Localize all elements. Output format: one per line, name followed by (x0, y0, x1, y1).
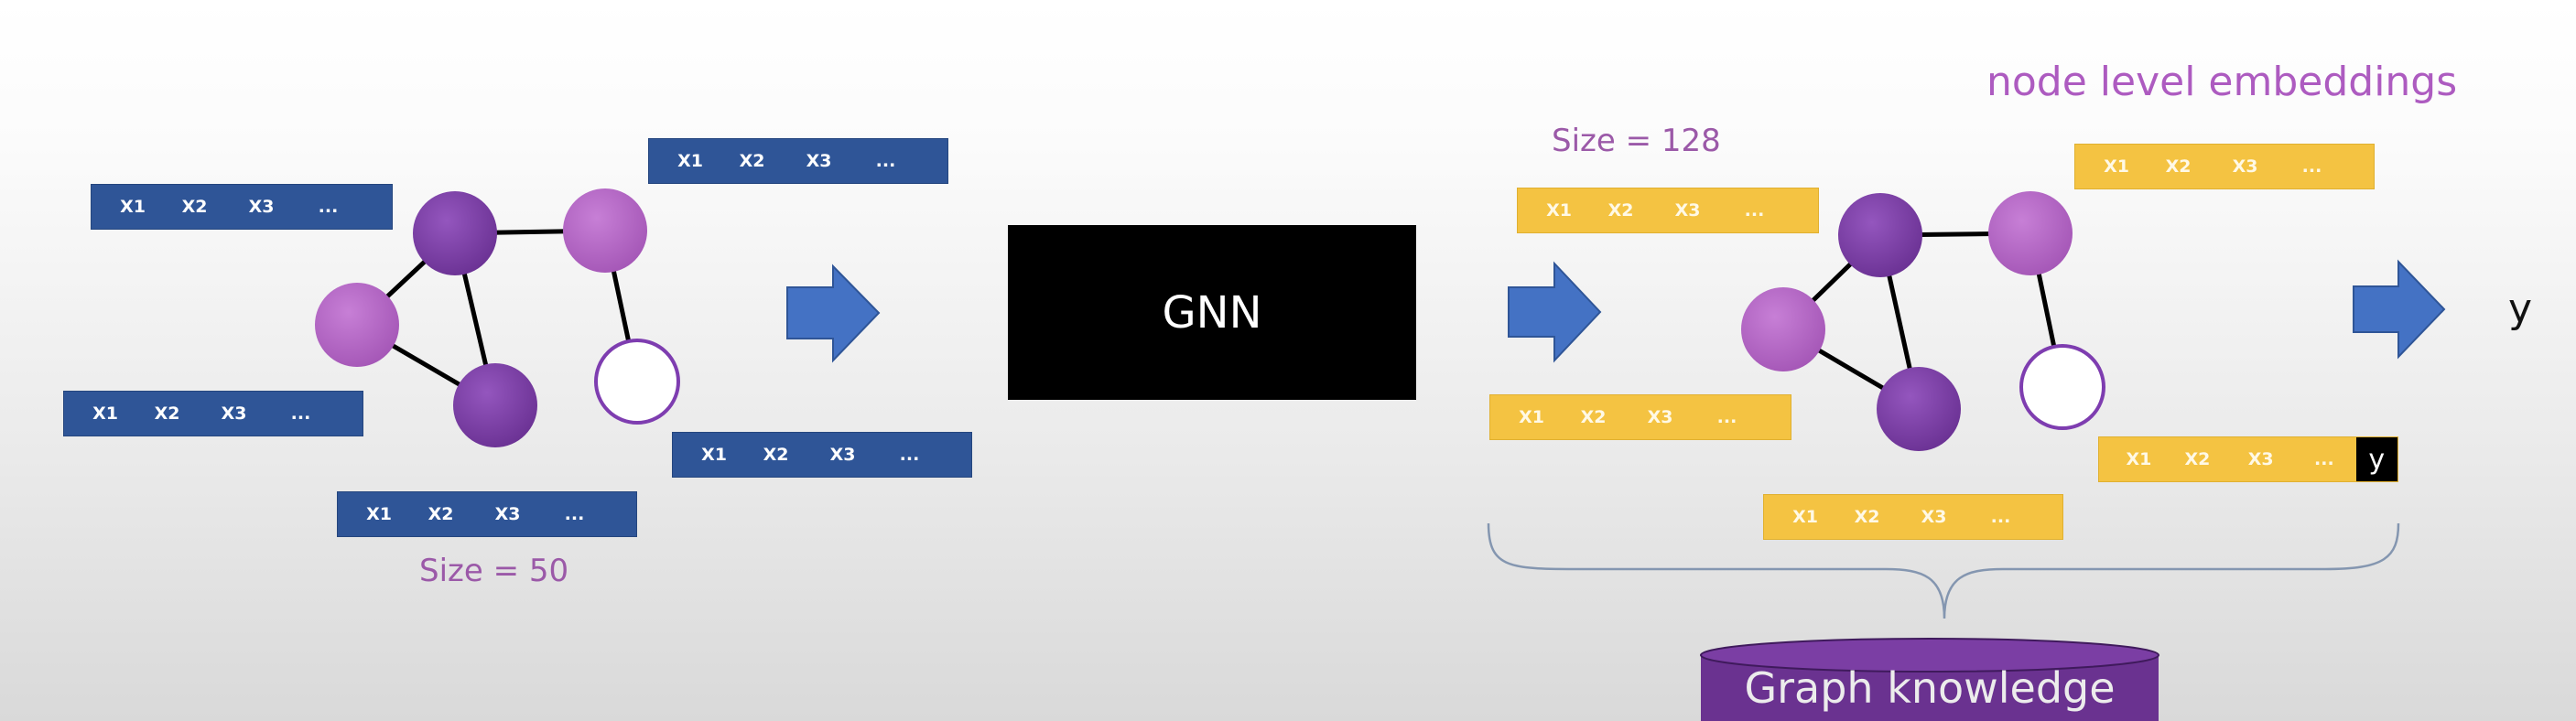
embedding-size-label: Size = 128 (1552, 123, 1721, 159)
feature-token: ... (318, 197, 339, 217)
feature-token: X2 (1580, 407, 1607, 427)
cylinder-top (1700, 638, 2159, 673)
input-feature-vector: X1 X2 X3... (91, 184, 393, 230)
feature-token: X3 (221, 404, 247, 424)
feature-token: X2 (763, 445, 789, 465)
graph-node-light (1741, 287, 1825, 371)
feature-token: X3 (806, 151, 832, 171)
feature-token: X3 (1921, 507, 1947, 527)
feature-token: X2 (1607, 200, 1634, 221)
feature-token: X3 (1674, 200, 1701, 221)
feature-token: X1 (366, 504, 392, 524)
graph-node-dark (453, 363, 537, 447)
output-label: y (2508, 285, 2533, 332)
embedding-graph (1741, 191, 2105, 451)
feature-token: ... (899, 445, 920, 465)
feature-token: X2 (154, 404, 180, 424)
feature-token: X3 (1647, 407, 1673, 427)
graph-node-dark (413, 191, 497, 275)
graph-node-dark (1877, 367, 1961, 451)
feature-token: X1 (1792, 507, 1818, 527)
feature-token: X1 (701, 445, 727, 465)
arrow-right-icon (2353, 259, 2446, 360)
feature-token: X2 (2165, 156, 2192, 177)
feature-token: ... (1990, 507, 2011, 527)
graph-knowledge-cylinder (1700, 638, 2159, 721)
input-feature-vector: X1 X2 X3... (648, 138, 948, 184)
input-graph (315, 188, 680, 447)
embedding-feature-vector: X1 X2 X3... (1763, 494, 2063, 540)
input-feature-vector: X1 X2 X3... (63, 391, 363, 436)
input-size-label: Size = 50 (419, 553, 569, 589)
embedding-feature-vector: X1 X2 X3... (2074, 144, 2375, 189)
grouping-brace (1487, 522, 2400, 619)
feature-token: X1 (2104, 156, 2129, 177)
feature-token: ... (290, 404, 311, 424)
feature-token: ... (564, 504, 585, 524)
feature-token: X3 (248, 197, 275, 217)
gnn-block: GNN (1008, 225, 1416, 400)
graph-node-light (315, 283, 399, 367)
feature-token: X2 (2184, 449, 2211, 469)
node-level-embeddings-title: node level embeddings (1986, 59, 2458, 105)
graph-node-empty (2019, 344, 2105, 430)
feature-token: ... (2301, 156, 2322, 177)
feature-token: X2 (739, 151, 765, 171)
feature-token: X3 (829, 445, 856, 465)
graph-knowledge-label: Graph knowledge (1744, 663, 2116, 713)
graph-node-light (1988, 191, 2073, 275)
feature-token: X1 (2126, 449, 2152, 469)
arrow-right-icon (786, 264, 881, 363)
feature-token: X1 (1546, 200, 1572, 221)
graph-node-light (563, 188, 647, 273)
feature-token: ... (1716, 407, 1737, 427)
embedding-feature-vector: X1 X2 X3... (1517, 188, 1819, 233)
feature-token: X1 (1519, 407, 1544, 427)
feature-token: X3 (494, 504, 521, 524)
feature-token: ... (1744, 200, 1765, 221)
feature-token: X3 (2247, 449, 2274, 469)
feature-token: X2 (1854, 507, 1880, 527)
embedding-feature-vector-with-label: X1 X2 X3... y (2098, 436, 2398, 482)
graph-node-empty (594, 339, 680, 425)
arrow-right-icon (1508, 261, 1602, 363)
feature-token: X3 (2232, 156, 2258, 177)
feature-token: ... (2314, 449, 2334, 469)
embedding-feature-vector: X1 X2 X3... (1489, 394, 1791, 440)
feature-token: X1 (120, 197, 146, 217)
appended-label-cell: y (2355, 437, 2398, 481)
graph-node-dark (1838, 193, 1922, 277)
feature-token: X1 (92, 404, 118, 424)
feature-token: ... (875, 151, 896, 171)
input-feature-vector: X1 X2 X3... (672, 432, 972, 478)
feature-token: X2 (181, 197, 208, 217)
feature-token: X1 (677, 151, 703, 171)
input-feature-vector: X1 X2 X3... (337, 491, 637, 537)
feature-token: X2 (428, 504, 454, 524)
